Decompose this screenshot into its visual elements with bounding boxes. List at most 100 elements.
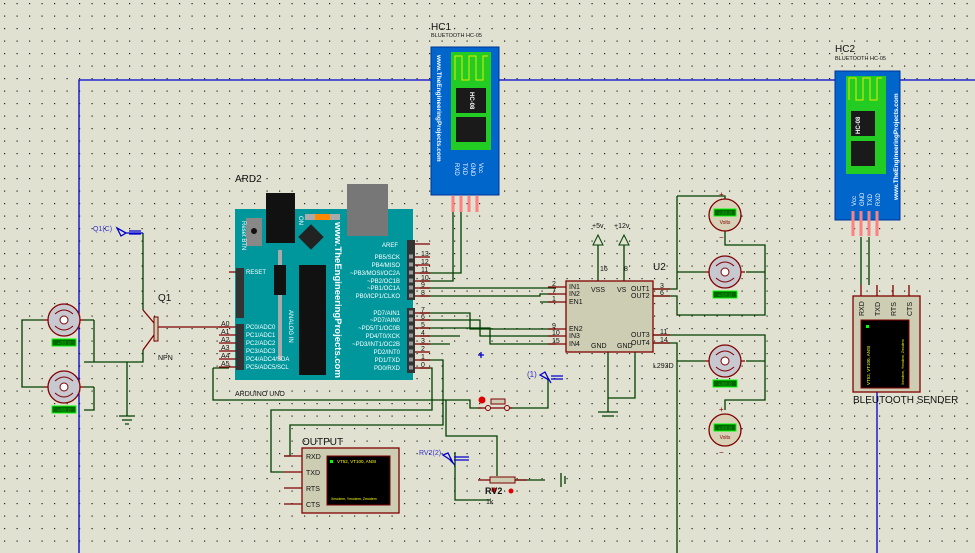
q1-terminal-label: Q1(C) xyxy=(93,226,112,233)
arduino-site: www.TheEngineeringProjects.com xyxy=(332,221,343,378)
arduino-pin-5[interactable]: 5~PD5/T1/OC0B xyxy=(358,322,430,332)
svg-text:1: 1 xyxy=(421,354,425,361)
svg-text:~PD3/INT1/OC2B: ~PD3/INT1/OC2B xyxy=(352,342,400,348)
aref-label: AREF xyxy=(382,243,398,249)
svg-text:PC1/ADC1: PC1/ADC1 xyxy=(246,333,276,339)
on-label: ON xyxy=(297,216,303,225)
vcc-5v-label: +5v xyxy=(592,223,604,230)
svg-text:RTS: RTS xyxy=(306,486,320,493)
svg-text:PC5/ADC5/SCL: PC5/ADC5/SCL xyxy=(246,365,289,371)
svg-text:PB5/SCK: PB5/SCK xyxy=(375,255,400,261)
output-virtual-terminal[interactable]: OUTPUT VT52, VT100, ANSI Xmodem, Ymodem,… xyxy=(284,437,400,514)
rv2-ref: RV2 xyxy=(485,486,502,496)
svg-text:12: 12 xyxy=(421,259,429,266)
q1-type: NPN xyxy=(158,355,173,362)
arduino-pin-11[interactable]: 11~PB3/MOSI/OC2A xyxy=(350,267,430,277)
svg-text:15: 15 xyxy=(552,338,560,345)
motor-readout: +88.8 xyxy=(718,293,732,299)
svg-text:VSS: VSS xyxy=(591,287,605,294)
svg-text:RXD: RXD xyxy=(306,454,321,461)
svg-text:6: 6 xyxy=(421,314,425,321)
sender-ref: BLEUTOOTH SENDER xyxy=(853,395,958,406)
svg-text:GND: GND xyxy=(860,192,866,206)
hc1-ref: HC1 xyxy=(431,22,451,33)
voltage-probe[interactable]: (1) xyxy=(478,352,563,384)
rv2-terminal-label: RV2(2) xyxy=(419,450,441,457)
svg-text:PD7/AIN1: PD7/AIN1 xyxy=(373,311,400,317)
motor-readout: +88.8 xyxy=(718,382,732,388)
hc2-site: www.TheEngineeringProjects.com xyxy=(893,93,900,201)
arduino-uno[interactable]: ARD2 ARDUINO UNO Reset BTN ON ANALOG IN … xyxy=(219,174,430,398)
svg-text:11: 11 xyxy=(660,329,667,336)
hc2-bluetooth-module[interactable]: HC2 BLUETOOTH HC-05 HC-08 www.TheEnginee… xyxy=(834,44,901,236)
dc-motor[interactable]: +88.8 xyxy=(705,255,745,299)
svg-text:6: 6 xyxy=(660,290,664,297)
hc1-chip: HC-08 xyxy=(468,92,474,110)
svg-text:GND: GND xyxy=(469,163,475,177)
hc1-site: www.TheEngineeringProjects.com xyxy=(435,54,442,162)
dc-motor[interactable]: +88.8 xyxy=(44,370,84,414)
svg-text:0: 0 xyxy=(421,362,425,369)
arduino-pin-10[interactable]: 10~PB2/OC1B xyxy=(367,275,430,285)
svg-text:RTS: RTS xyxy=(891,302,898,316)
hc1-type: BLUETOOTH HC-05 xyxy=(431,33,482,39)
svg-text:−: − xyxy=(719,233,724,242)
bus-wire[interactable] xyxy=(78,79,975,553)
arduino-pin-9[interactable]: 9~PB1/OC1A xyxy=(367,282,430,292)
svg-text:Volts: Volts xyxy=(720,435,731,441)
rv2-potentiometer[interactable]: RV2 1k RV2(2) xyxy=(419,450,527,506)
dc-motor[interactable]: +88.8 xyxy=(705,344,745,388)
dc-motor[interactable]: +88.8 xyxy=(44,303,84,347)
svg-text:EN1: EN1 xyxy=(569,299,583,306)
svg-text:IN3: IN3 xyxy=(569,333,580,340)
svg-text:Xmodem, Ymodem, Zmodem: Xmodem, Ymodem, Zmodem xyxy=(331,497,377,501)
u2-pin-in4[interactable]: 15 IN4 xyxy=(548,338,580,348)
hc2-chip: HC-08 xyxy=(856,116,862,134)
svg-text:RXD: RXD xyxy=(876,193,882,206)
svg-text:3: 3 xyxy=(660,283,664,290)
arduino-pin-3[interactable]: 3~PD3/INT1/OC2B xyxy=(352,338,430,348)
hc1-bluetooth-module[interactable]: HC1 BLUETOOTH HC-05 HC-08 www.TheEnginee… xyxy=(430,22,500,212)
push-button[interactable] xyxy=(478,396,512,411)
svg-text:CTS: CTS xyxy=(306,502,320,509)
svg-text:−: − xyxy=(719,448,724,457)
svg-text:PC2/ADC2: PC2/ADC2 xyxy=(246,341,276,347)
svg-text:RXD: RXD xyxy=(453,163,459,176)
q1-transistor[interactable]: Q1 NPN Q1(C) xyxy=(93,226,229,362)
svg-text:Vcc: Vcc xyxy=(852,196,858,206)
svg-text:PC0/ADC0: PC0/ADC0 xyxy=(246,325,276,331)
sender-virtual-terminal[interactable]: VT52, VT100, ANSI Xmodem, Ymodem, Zmodem… xyxy=(852,285,958,406)
reset-btn-label: Reset BTN xyxy=(240,221,246,250)
svg-text:~PD5/T1/OC0B: ~PD5/T1/OC0B xyxy=(358,326,400,332)
svg-text:7: 7 xyxy=(421,307,425,314)
arduino-pin-6[interactable]: 6~PD7/AIN0 xyxy=(370,314,430,324)
svg-text:PD1/TXD: PD1/TXD xyxy=(375,358,401,364)
svg-text:IN4: IN4 xyxy=(569,341,580,348)
